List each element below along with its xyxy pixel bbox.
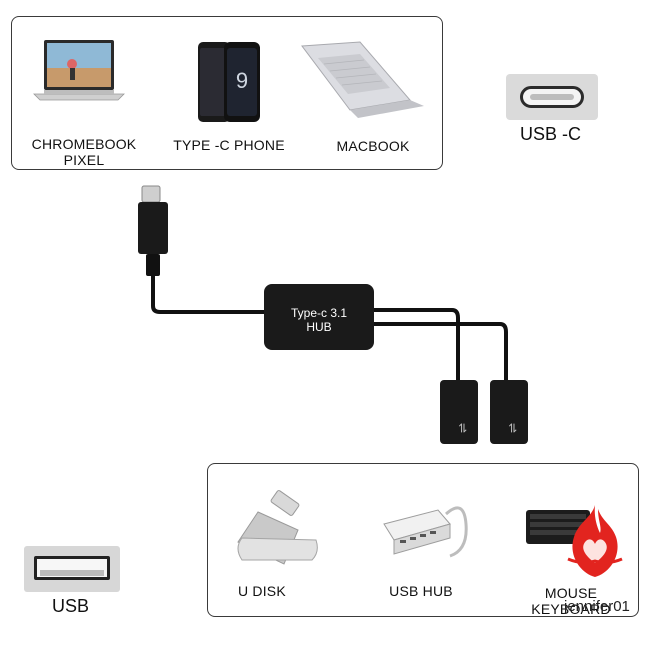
type-c-plug — [141, 185, 161, 203]
device-label-u-disk: U DISK — [238, 583, 286, 599]
flame-heart-icon — [567, 505, 623, 577]
svg-text:⇌: ⇌ — [506, 423, 520, 433]
hub-cable-illustration: ⇌ ⇌ — [138, 185, 528, 444]
watermark-text: jennifer01 — [564, 598, 630, 615]
hub-label: Type-c 3.1 HUB — [272, 306, 366, 334]
usb-a-connector-2 — [490, 380, 528, 444]
device-label-usb-hub: USB HUB — [389, 583, 453, 599]
hub-label-line2: HUB — [306, 320, 332, 334]
device-label-chromebook: CHROMEBOOK PIXEL — [31, 136, 137, 168]
usb-c-label: USB -C — [520, 124, 582, 144]
usb-a-connector-1 — [440, 380, 478, 444]
device-label-type-c-phone: TYPE -C PHONE — [173, 137, 285, 153]
hub-label-line1: Type-c 3.1 — [290, 306, 348, 320]
hub-body — [264, 284, 374, 350]
usb-hub-icon — [383, 506, 468, 558]
device-label-macbook: MACBOOK — [336, 138, 410, 154]
usb-label: USB — [52, 596, 90, 616]
usb-c-port-icon — [506, 74, 598, 120]
macbook-icon — [301, 41, 424, 118]
svg-text:⇌: ⇌ — [456, 423, 470, 433]
usb-a-port-icon — [24, 546, 120, 592]
phone-icon: 9 — [198, 42, 260, 122]
svg-text:9: 9 — [236, 68, 248, 93]
usb-flash-drive-icon — [237, 490, 318, 565]
laptop-icon — [33, 40, 125, 101]
device-label-mouse-keyboard: MOUSE KEYBOARD — [531, 585, 611, 617]
